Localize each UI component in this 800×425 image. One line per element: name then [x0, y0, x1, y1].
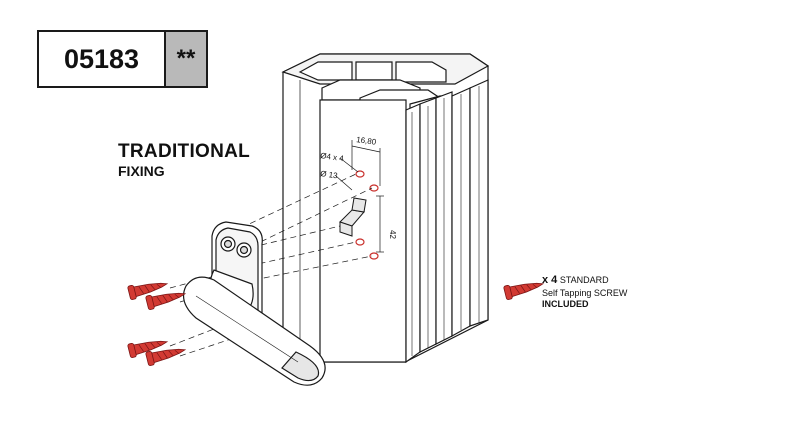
dimension-large-hole: Ø 13: [320, 169, 339, 180]
product-code-box: 05183 **: [37, 30, 208, 88]
fixing-title: TRADITIONAL FIXING: [118, 141, 250, 179]
title-line-2: FIXING: [118, 162, 165, 179]
dimension-height: 42: [388, 230, 397, 239]
assembly-guides: [169, 173, 373, 357]
screw-note-line-1: x 4 STANDARD: [542, 274, 627, 288]
grade-rating: **: [166, 32, 206, 86]
screw-quantity: x 4: [542, 274, 558, 286]
screw-icon: [503, 276, 546, 301]
square-spindle: [339, 197, 367, 237]
screw-type: STANDARD: [559, 275, 609, 285]
title-line-1: TRADITIONAL: [118, 141, 251, 162]
dimension-lines: [335, 140, 384, 253]
dimension-small-hole: Ø4 x 4: [320, 151, 345, 163]
screw-note-line-3: INCLUDED: [542, 299, 627, 310]
screw-included: INCLUDED: [542, 299, 589, 309]
screw-note: x 4 STANDARD Self Tapping SCREW INCLUDED: [542, 274, 627, 310]
window-handle: [183, 221, 326, 386]
fixing-holes: [355, 170, 379, 260]
dimension-spacing: 16,80: [356, 135, 378, 147]
window-profile: [281, 53, 490, 364]
screw-note-line-2: Self Tapping SCREW: [542, 287, 628, 298]
product-code: 05183: [39, 32, 166, 86]
